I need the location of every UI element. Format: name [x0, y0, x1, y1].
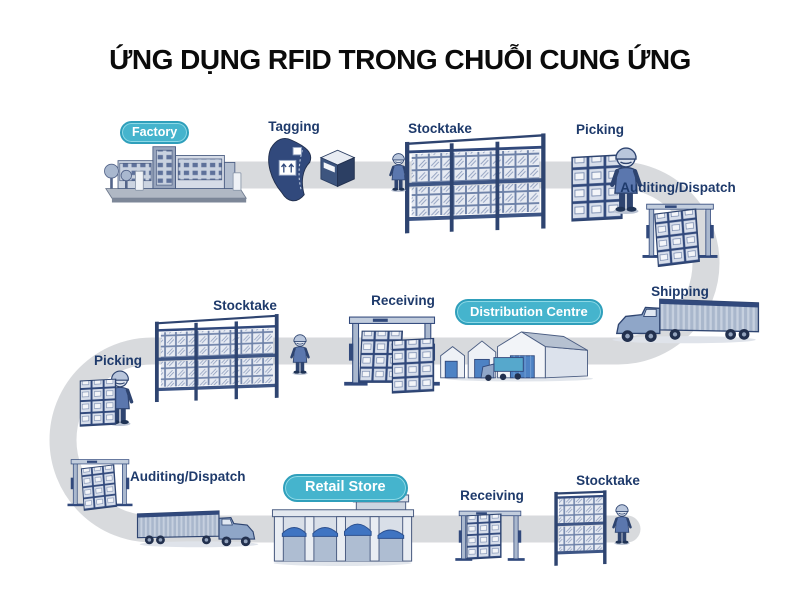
factory-icon [96, 138, 256, 206]
auditing-dispatch-dc-label: Auditing/Dispatch [130, 469, 246, 484]
factory-badge: Factory [120, 121, 190, 144]
worker-icon [611, 499, 633, 547]
stocktake-store-label: Stocktake [576, 473, 640, 488]
worker-icon [289, 328, 311, 378]
distribution-centre-badge: Distribution Centre [455, 299, 603, 325]
pallet-boxes-icon [79, 377, 117, 427]
warehouse-building-icon [437, 322, 593, 384]
truck-icon [136, 503, 262, 553]
shipping-label: Shipping [651, 284, 709, 299]
pallet-boxes-icon [78, 463, 119, 512]
rfid-tag-icon [256, 137, 358, 207]
pallet-boxes-icon [391, 336, 435, 394]
stocktake-dc-label: Stocktake [213, 298, 277, 313]
warehouse-rack-icon [404, 129, 547, 234]
pallet-boxes-icon [466, 512, 502, 560]
truck-icon [600, 294, 768, 346]
retail-store-badge: Retail Store [283, 474, 408, 502]
page-title: ỨNG DỤNG RFID TRONG CHUỖI CUNG ỨNG [109, 44, 691, 75]
picking-factory-label: Picking [575, 122, 624, 137]
worker-icon [608, 137, 644, 219]
worker-icon [388, 148, 409, 194]
picking-dc-label: Picking [93, 353, 142, 368]
pallet-boxes-icon [653, 207, 701, 268]
auditing-dispatch-factory-label: Auditing/Dispatch [620, 180, 736, 195]
retail-store-icon [271, 492, 415, 566]
warehouse-rack-icon [147, 310, 287, 403]
warehouse-rack-icon [549, 484, 613, 566]
receiving-store-label: Receiving [460, 488, 524, 503]
tagging-label: Tagging [268, 119, 320, 134]
stocktake-factory-label: Stocktake [408, 121, 472, 136]
receiving-dc-label: Receiving [371, 293, 435, 308]
